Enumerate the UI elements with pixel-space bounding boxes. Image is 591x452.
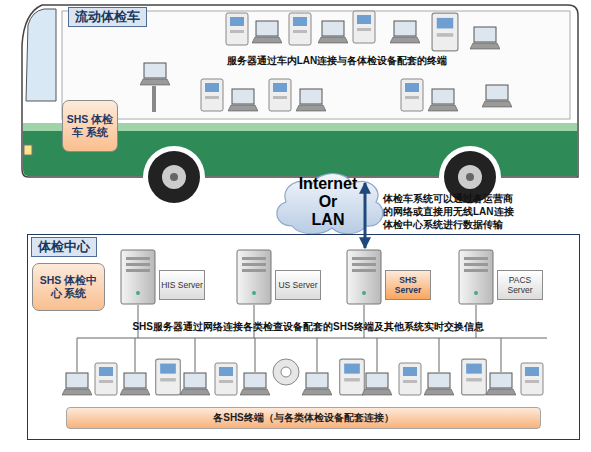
device-icon (340, 359, 365, 395)
laptop-icon (424, 373, 454, 395)
device-icon (353, 11, 375, 43)
wheel-cap (466, 173, 474, 181)
server-unit: HIS Server (119, 248, 209, 308)
server-tower (459, 250, 493, 304)
group-heading: 流动体检车 (68, 7, 147, 27)
laptop-icon (482, 85, 512, 107)
server-label: HIS Server (159, 270, 205, 300)
wheel (148, 151, 200, 203)
cloud-text: Internet Or LAN (285, 175, 371, 229)
network-backbone (77, 338, 547, 339)
network-cloud: Internet Or LAN (270, 170, 386, 234)
server-tower (347, 250, 381, 304)
terminal-equipment (62, 359, 543, 395)
bus-body (22, 5, 578, 177)
laptop-icon (252, 21, 282, 43)
box-text: SHS 体检中心 系统 (39, 274, 99, 300)
laptop-icon (140, 63, 170, 85)
laptop-icon (296, 89, 326, 111)
server-tower (121, 250, 155, 304)
note-text: SHS服务器通过网络连接各类检查设备配套的SHS终端及其他系统实时交换信息 (88, 321, 528, 333)
cloud-outline (277, 174, 383, 234)
system-box: SHS 体检中心 系统 (32, 263, 105, 311)
scanner-bore (281, 367, 291, 377)
box-text: SHS 体检车 系统 (65, 113, 115, 139)
group-heading: 体检中心 (31, 237, 97, 257)
center-frame: 体检中心 SHS服务器通过网络连接各类检查设备配套的SHS终端及其他系统实时交换信… (27, 234, 580, 440)
bar-text: 各SHS终端（与各类体检设备配套连接） (213, 411, 394, 425)
device-icon (289, 13, 311, 45)
server-label: PACS Server (497, 270, 543, 300)
laptop-stand (152, 86, 156, 112)
scanner-ring (273, 359, 299, 385)
wheel-cap (170, 173, 178, 181)
server-tower (237, 250, 271, 304)
server-label: SHS Server (385, 270, 431, 300)
laptop-icon (486, 373, 516, 395)
wheel-arch (143, 146, 205, 208)
terminal-bar: 各SHS终端（与各类体检设备配套连接） (66, 407, 541, 429)
laptop-icon (362, 373, 392, 395)
bus-windshield (26, 9, 56, 101)
laptop-icon (470, 27, 500, 49)
device-icon (521, 363, 543, 395)
device-icon (226, 13, 248, 45)
laptop-icon (240, 373, 270, 395)
bus-equipment (140, 11, 512, 112)
wheel-hub (162, 165, 186, 189)
laptop-icon (428, 89, 458, 111)
device-icon (432, 13, 458, 51)
device-icon (201, 79, 223, 111)
laptop-icon (318, 21, 348, 43)
bus-headlight (24, 145, 32, 155)
annotation-text: 体检车系统可以通过各运营商的网络或直接用无线LAN连接体检中心系统进行数据传输 (383, 192, 517, 231)
wheel-hub (458, 165, 482, 189)
server-label: US Server (275, 270, 321, 300)
server-unit: US Server (235, 248, 325, 308)
laptop-icon (62, 373, 92, 395)
laptop-icon (228, 89, 258, 111)
laptop-icon (180, 373, 210, 395)
bus-window-area (62, 11, 570, 119)
bus-group: 流动体检车服务器通过车内LAN连接与各体检设备配套的终端 SHS 体检车 系统 (22, 5, 578, 183)
double-arrow (364, 183, 367, 248)
server-unit: PACS Server (457, 248, 547, 308)
device-icon (95, 363, 117, 395)
server-unit: SHS Server (345, 248, 435, 308)
device-icon (399, 363, 421, 395)
note-text: 服务器通过车内LAN连接与各体检设备配套的终端 (172, 55, 502, 67)
device-icon (462, 359, 487, 395)
server-towers (121, 250, 493, 304)
device-icon (401, 79, 423, 111)
device-icon (269, 79, 291, 111)
laptop-icon (120, 373, 150, 395)
device-icon (215, 363, 237, 395)
laptop-icon (390, 21, 420, 43)
laptop-icon (302, 373, 332, 395)
system-box: SHS 体检车 系统 (62, 100, 118, 152)
device-icon (156, 359, 181, 395)
